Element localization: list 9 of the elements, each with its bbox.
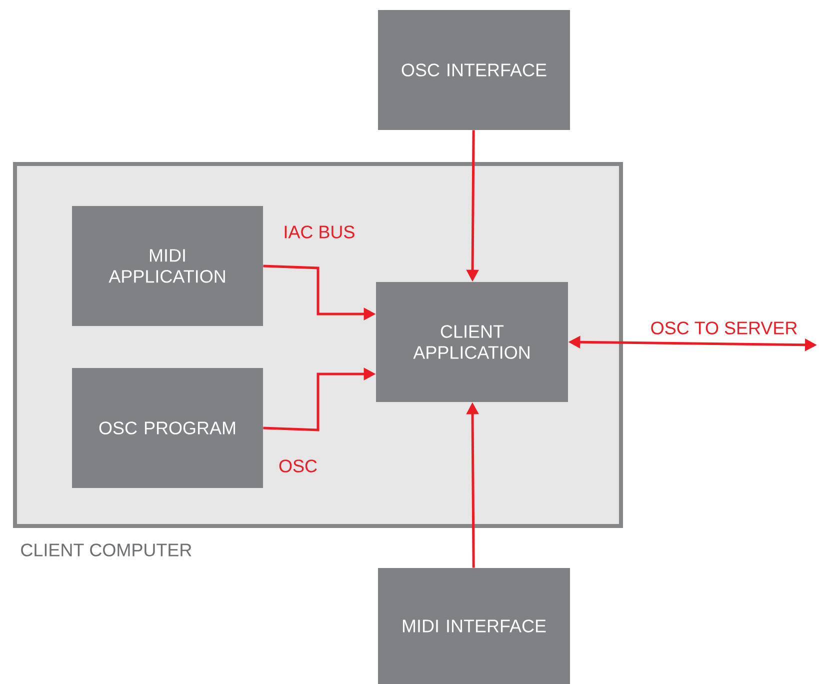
process-box: MIDI INTERFACE: [378, 568, 570, 684]
edge-label: OSC: [279, 460, 317, 472]
process-box: MIDI APPLICATION: [72, 206, 263, 326]
node-label: CLIENT COMPUTER: [21, 544, 192, 556]
process-box: CLIENT APPLICATION: [376, 282, 568, 402]
process-box: OSC PROGRAM: [72, 368, 263, 488]
edge-label: OSC TO SERVER: [651, 322, 797, 334]
process-box: OSC INTERFACE: [378, 10, 570, 130]
edge-label: IAC BUS: [284, 226, 354, 238]
